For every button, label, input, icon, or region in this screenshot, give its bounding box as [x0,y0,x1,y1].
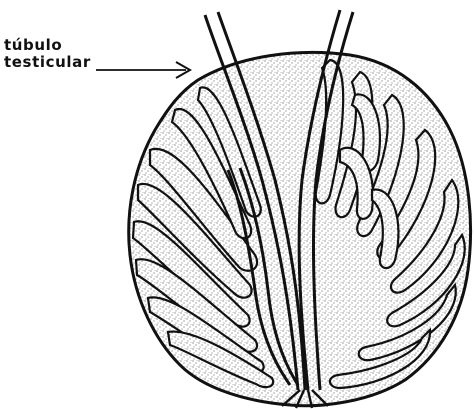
label-line-1: túbulo [4,37,91,54]
tubule-label: túbulo testicular [4,37,91,71]
arrow-right-icon [96,62,190,78]
label-line-2: testicular [4,54,91,71]
